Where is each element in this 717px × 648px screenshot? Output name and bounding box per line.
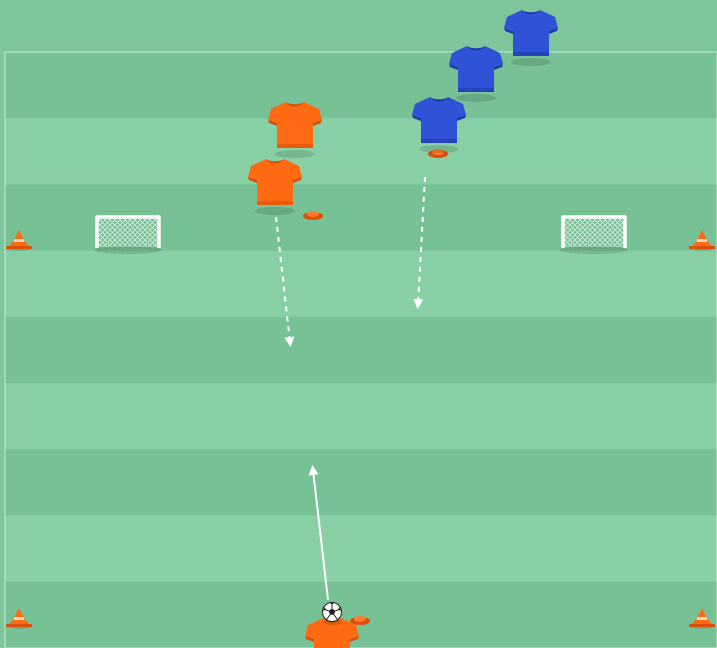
goal-icon bbox=[560, 217, 628, 254]
goal-icon bbox=[94, 217, 162, 254]
ball-icon bbox=[323, 603, 343, 626]
pitch-texture bbox=[5, 52, 717, 648]
